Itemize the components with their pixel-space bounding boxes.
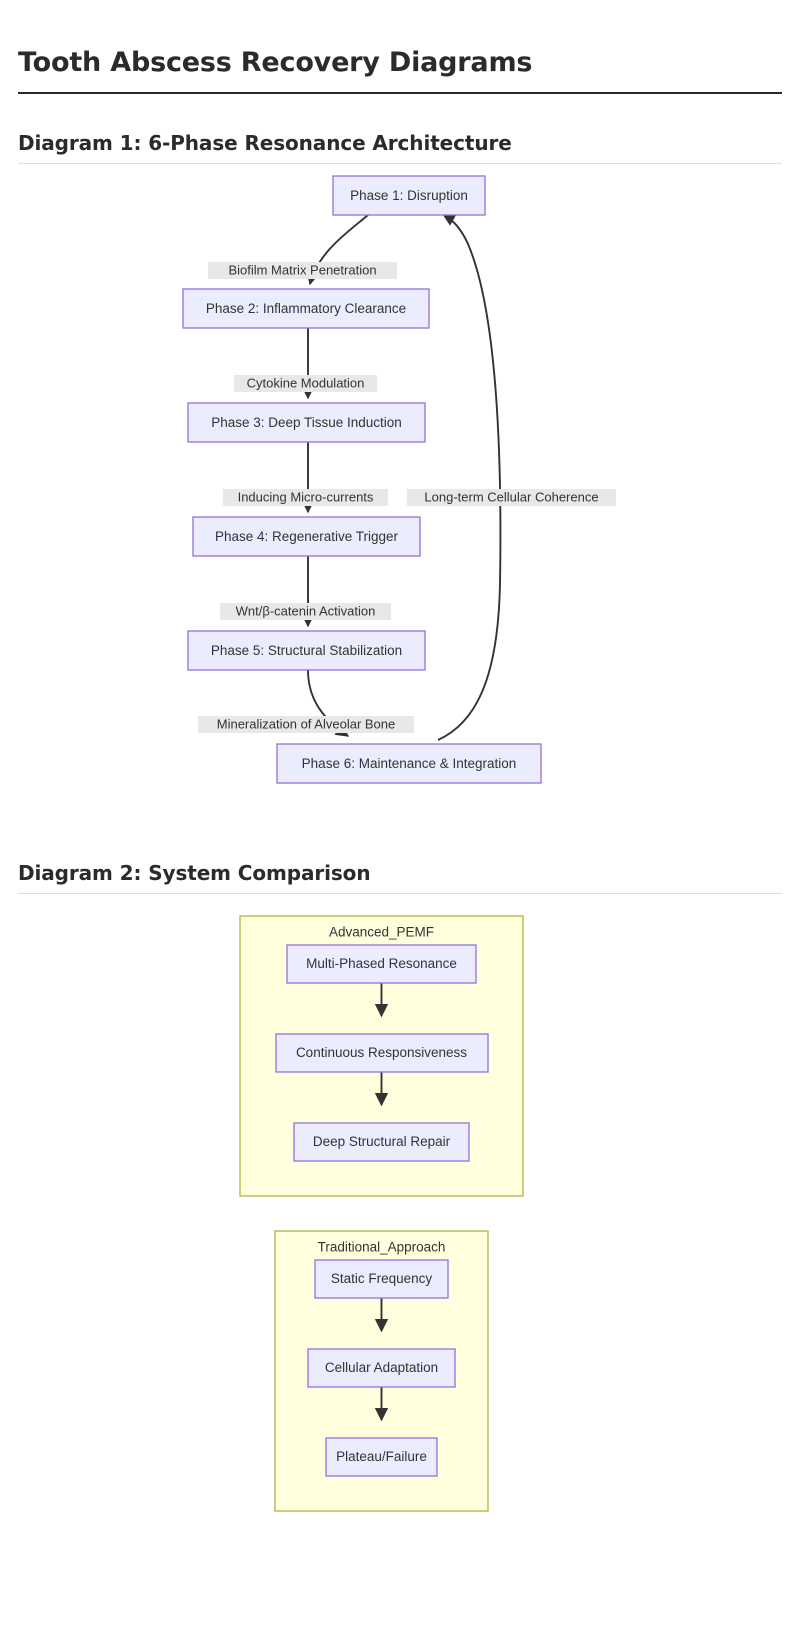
node-continuous-responsiveness-label: Continuous Responsiveness xyxy=(296,1045,467,1060)
node-static-frequency[interactable]: Static Frequency xyxy=(314,1259,449,1299)
page-root: Tooth Abscess Recovery Diagrams Diagram … xyxy=(18,0,782,1574)
section-heading-diagram-1: Diagram 1: 6-Phase Resonance Architectur… xyxy=(18,94,782,164)
svg-text:Wnt/β-catenin Activation: Wnt/β-catenin Activation xyxy=(236,603,376,618)
svg-text:Cytokine Modulation: Cytokine Modulation xyxy=(247,375,365,390)
edge-label-p1-p2: Biofilm Matrix Penetration xyxy=(208,261,397,279)
node-deep-structural-repair[interactable]: Deep Structural Repair xyxy=(293,1122,470,1162)
svg-text:Biofilm Matrix Penetration: Biofilm Matrix Penetration xyxy=(228,262,376,277)
node-plateau-failure[interactable]: Plateau/Failure xyxy=(325,1437,438,1477)
diagram-2-svg: Advanced_PEMF Multi-Phased Resonance Con… xyxy=(239,915,524,1512)
node-phase-5[interactable]: Phase 5: Structural Stabilization xyxy=(187,630,426,671)
node-phase-2-label: Phase 2: Inflammatory Clearance xyxy=(206,301,406,316)
node-phase-3-label: Phase 3: Deep Tissue Induction xyxy=(211,415,402,430)
svg-text:Long-term Cellular Coherence: Long-term Cellular Coherence xyxy=(424,489,598,504)
node-multi-phased-resonance[interactable]: Multi-Phased Resonance xyxy=(286,944,477,984)
node-multi-phased-resonance-label: Multi-Phased Resonance xyxy=(306,956,457,971)
page-title: Tooth Abscess Recovery Diagrams xyxy=(18,0,782,94)
edge-p6-p1 xyxy=(437,212,502,741)
node-phase-2[interactable]: Phase 2: Inflammatory Clearance xyxy=(182,288,430,329)
node-static-frequency-label: Static Frequency xyxy=(331,1271,433,1286)
node-phase-5-label: Phase 5: Structural Stabilization xyxy=(211,643,402,658)
svg-text:Inducing Micro-currents: Inducing Micro-currents xyxy=(238,489,374,504)
node-phase-1-label: Phase 1: Disruption xyxy=(350,188,468,203)
diagram-1-svg: Phase 1: Disruption Phase 2: Inflammator… xyxy=(182,175,616,784)
edge-label-p6-p1: Long-term Cellular Coherence xyxy=(407,488,616,506)
section-heading-diagram-2: Diagram 2: System Comparison xyxy=(18,824,782,894)
diagram-1-container: Phase 1: Disruption Phase 2: Inflammator… xyxy=(18,164,782,824)
node-phase-6-label: Phase 6: Maintenance & Integration xyxy=(302,756,517,771)
edge-label-p2-p3: Cytokine Modulation xyxy=(234,374,377,392)
node-phase-1[interactable]: Phase 1: Disruption xyxy=(332,175,486,216)
cluster-advanced-pemf-title: Advanced_PEMF xyxy=(329,924,434,939)
edge-label-p4-p5: Wnt/β-catenin Activation xyxy=(220,602,391,620)
svg-text:Mineralization of Alveolar Bon: Mineralization of Alveolar Bone xyxy=(217,716,396,731)
edge-label-p3-p4: Inducing Micro-currents xyxy=(223,488,388,506)
cluster-traditional-approach-title: Traditional_Approach xyxy=(318,1239,446,1254)
node-phase-6[interactable]: Phase 6: Maintenance & Integration xyxy=(276,743,542,784)
node-phase-4[interactable]: Phase 4: Regenerative Trigger xyxy=(192,516,421,557)
edge-label-p5-p6: Mineralization of Alveolar Bone xyxy=(198,715,414,733)
node-deep-structural-repair-label: Deep Structural Repair xyxy=(313,1134,451,1149)
node-phase-4-label: Phase 4: Regenerative Trigger xyxy=(215,529,399,544)
node-phase-3[interactable]: Phase 3: Deep Tissue Induction xyxy=(187,402,426,443)
diagram-2-container: Advanced_PEMF Multi-Phased Resonance Con… xyxy=(18,894,782,1574)
node-cellular-adaptation[interactable]: Cellular Adaptation xyxy=(307,1348,456,1388)
node-plateau-failure-label: Plateau/Failure xyxy=(336,1449,427,1464)
node-continuous-responsiveness[interactable]: Continuous Responsiveness xyxy=(275,1033,489,1073)
node-cellular-adaptation-label: Cellular Adaptation xyxy=(325,1360,438,1375)
